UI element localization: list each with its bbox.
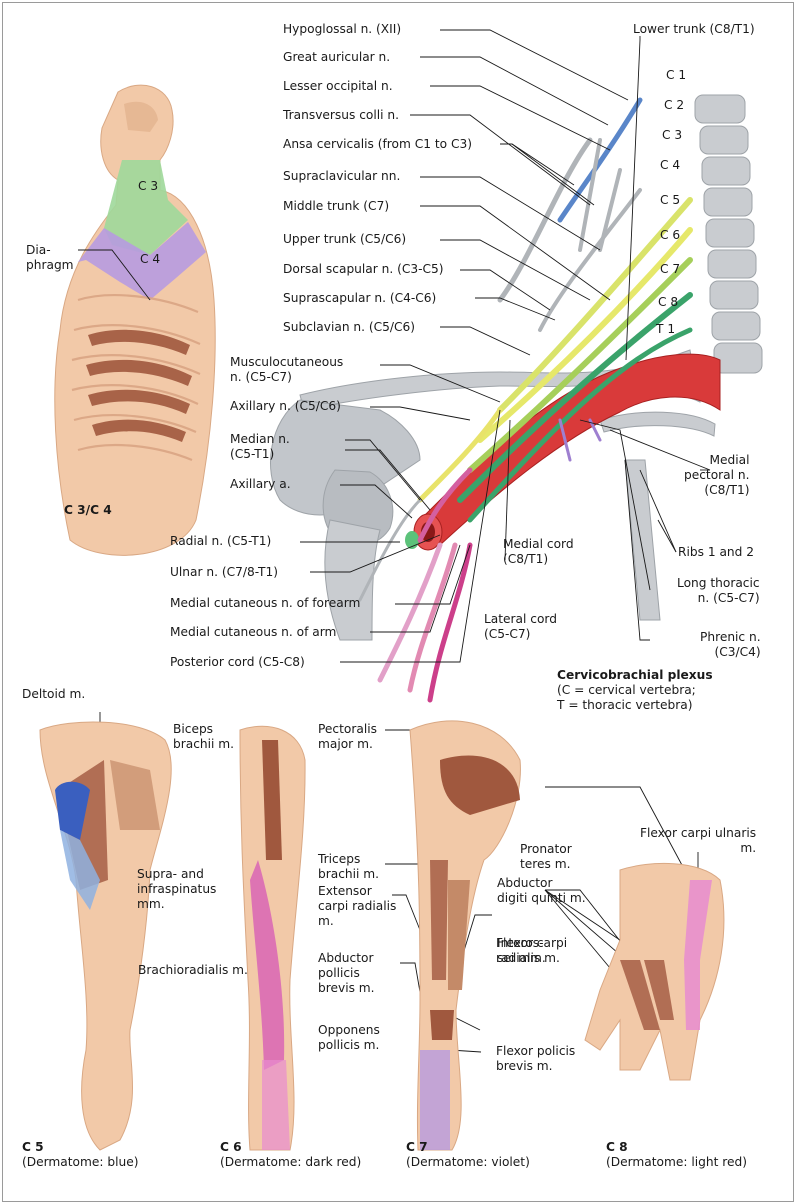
vertebra-c3-label: C 3 (662, 128, 682, 143)
vertebra-t1-label: T 1 (656, 322, 675, 337)
opponens-label: Opponens pollicis m. (318, 1023, 380, 1053)
ribs-label: Ribs 1 and 2 (678, 545, 754, 560)
c8-caption: (Dermatome: light red) (606, 1155, 747, 1170)
posterior-cord-label: Posterior cord (C5-C8) (170, 655, 305, 670)
supraclavicular-label: Supraclavicular nn. (283, 169, 400, 184)
ansa-cervicalis-label: Ansa cervicalis (from C1 to C3) (283, 137, 472, 152)
pectoralis-label: Pectoralis major m. (318, 722, 377, 752)
c7-label: C 7 (406, 1140, 428, 1155)
lesser-occipital-label: Lesser occipital n. (283, 79, 393, 94)
subclavian-label: Subclavian n. (C5/C6) (283, 320, 415, 335)
suprascapular-label: Suprascapular n. (C4-C6) (283, 291, 436, 306)
medial-cord-label: Medial cord (C8/T1) (503, 537, 574, 567)
supra-infraspinatus-label: Supra- and infraspinatus mm. (137, 867, 216, 912)
extensor-carpi-label: Extensor carpi radialis m. (318, 884, 396, 929)
neck-c4-label: C 4 (140, 252, 160, 267)
biceps-label: Biceps brachii m. (173, 722, 234, 752)
phrenic-label: Phrenic n. (C3/C4) (700, 630, 761, 660)
c6-label: C 6 (220, 1140, 242, 1155)
abductor-digiti-label: Abductor digiti quinti m. (497, 876, 586, 906)
transversus-colli-label: Transversus colli n. (283, 108, 399, 123)
c5-arm-figure (40, 722, 171, 1150)
axillary-artery-label: Axillary a. (230, 477, 291, 492)
medial-pectoral-label: Medial pectoral n. (C8/T1) (684, 453, 750, 498)
vertebra-c4-label: C 4 (660, 158, 680, 173)
radial-nerve-label: Radial n. (C5-T1) (170, 534, 271, 549)
abductor-pollicis-label: Abductor pollicis brevis m. (318, 951, 375, 996)
c6-caption: (Dermatome: dark red) (220, 1155, 361, 1170)
hypoglossal-label: Hypoglossal n. (XII) (283, 22, 401, 37)
musculocutaneous-label: Musculocutaneous n. (C5-C7) (230, 355, 343, 385)
lateral-cord-label: Lateral cord (C5-C7) (484, 612, 557, 642)
neck-torso-figure (55, 85, 215, 555)
triceps-label: Triceps brachii m. (318, 852, 379, 882)
axillary-nerve-label: Axillary n. (C5/C6) (230, 399, 341, 414)
medial-cutaneous-arm-label: Medial cutaneous n. of arm (170, 625, 336, 640)
c8-label: C 8 (606, 1140, 628, 1155)
c5-caption: (Dermatome: blue) (22, 1155, 138, 1170)
plexus-title: Cervicobrachial plexus (557, 668, 713, 683)
c3-c4-caption: C 3/C 4 (64, 503, 112, 518)
c7-caption: (Dermatome: violet) (406, 1155, 530, 1170)
diaphragm-label: Dia- phragm (26, 243, 74, 273)
vertebra-c7-label: C 7 (660, 262, 680, 277)
brachioradialis-label: Brachioradialis m. (138, 963, 248, 978)
vertebra-c6-label: C 6 (660, 228, 680, 243)
medial-cutaneous-forearm-label: Medial cutaneous n. of forearm (170, 596, 360, 611)
lower-trunk-label: Lower trunk (C8/T1) (633, 22, 755, 37)
middle-trunk-label: Middle trunk (C7) (283, 199, 389, 214)
median-nerve-label: Median n. (C5-T1) (230, 432, 290, 462)
pronator-label: Pronator teres m. (520, 842, 572, 872)
great-auricular-label: Great auricular n. (283, 50, 390, 65)
c5-label: C 5 (22, 1140, 44, 1155)
flexor-policis-label: Flexor policis brevis m. (496, 1044, 575, 1074)
vertebra-c5-label: C 5 (660, 193, 680, 208)
long-thoracic-label: Long thoracic n. (C5-C7) (677, 576, 760, 606)
c8-hand-figure (585, 863, 724, 1080)
neck-c3-label: C 3 (138, 179, 158, 194)
vertebra-c1-label: C 1 (666, 68, 686, 83)
deltoid-label: Deltoid m. (22, 687, 85, 702)
vertebra-c8-label: C 8 (658, 295, 678, 310)
plexus-subtitle: (C = cervical vertebra; T = thoracic ver… (557, 683, 696, 713)
ulnar-nerve-label: Ulnar n. (C7/8-T1) (170, 565, 278, 580)
dorsal-scapular-label: Dorsal scapular n. (C3-C5) (283, 262, 444, 277)
vertebra-c2-label: C 2 (664, 98, 684, 113)
flexor-carpi-ulnaris-label: Flexor carpi ulnaris m. (640, 826, 756, 856)
interossei-label: Interos- sei mm. (497, 936, 546, 966)
upper-trunk-label: Upper trunk (C5/C6) (283, 232, 406, 247)
c6-arm-figure (240, 726, 305, 1150)
